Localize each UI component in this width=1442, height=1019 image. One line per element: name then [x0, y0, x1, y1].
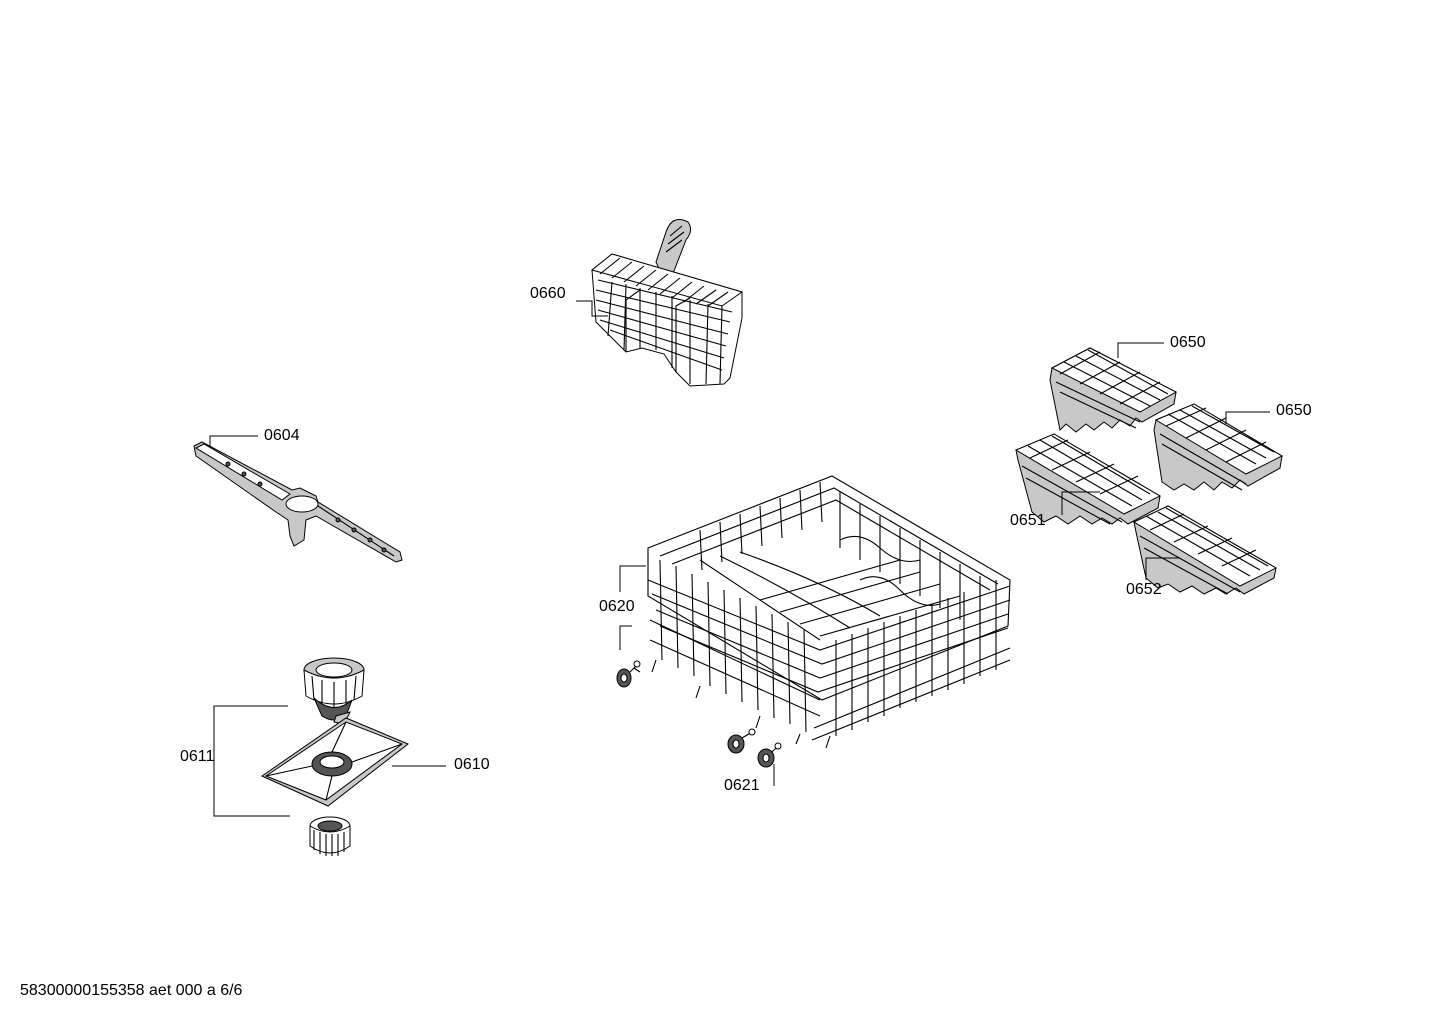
leader-0620	[619, 565, 646, 592]
callout-0604: 0604	[264, 427, 300, 444]
callout-0611: 0611	[180, 748, 215, 765]
leader-0650-upper	[1117, 342, 1164, 358]
filter-cylinder-part[interactable]	[303, 657, 365, 725]
leader-0621-upper	[619, 625, 632, 650]
leader-0650-lower	[1225, 411, 1270, 424]
callout-0650-lower: 0650	[1276, 402, 1312, 419]
callout-0651: 0651	[1010, 512, 1046, 529]
drawing-reference-footer: 58300000155358 aet 000 a 6/6	[20, 982, 243, 999]
rack-insert-0651-part[interactable]	[1014, 433, 1162, 525]
leader-0611	[213, 705, 290, 817]
spray-arm-part[interactable]	[193, 441, 403, 563]
rack-insert-0650-upper-part[interactable]	[1049, 347, 1178, 433]
callout-0652: 0652	[1126, 581, 1162, 598]
leader-0660	[576, 300, 608, 317]
callout-0650-upper: 0650	[1170, 334, 1206, 351]
basket-wheel-part-a[interactable]	[616, 660, 641, 688]
lower-dish-basket-part[interactable]	[647, 475, 1011, 749]
rack-insert-0650-lower-part[interactable]	[1153, 403, 1284, 491]
basket-wheel-part-b[interactable]	[727, 728, 756, 754]
cutlery-basket-part[interactable]	[590, 219, 744, 387]
basket-wheel-part-c[interactable]	[757, 742, 782, 768]
leader-0604	[209, 435, 258, 446]
leader-0651	[1061, 491, 1100, 515]
callout-0610: 0610	[454, 756, 490, 773]
callout-0660: 0660	[530, 285, 566, 302]
micro-filter-part[interactable]	[309, 816, 351, 856]
leader-0652	[1145, 557, 1180, 580]
flat-filter-part[interactable]	[260, 717, 409, 807]
rack-insert-0652-part[interactable]	[1132, 505, 1278, 595]
callout-0620: 0620	[599, 598, 635, 615]
callout-0621: 0621	[724, 777, 760, 794]
